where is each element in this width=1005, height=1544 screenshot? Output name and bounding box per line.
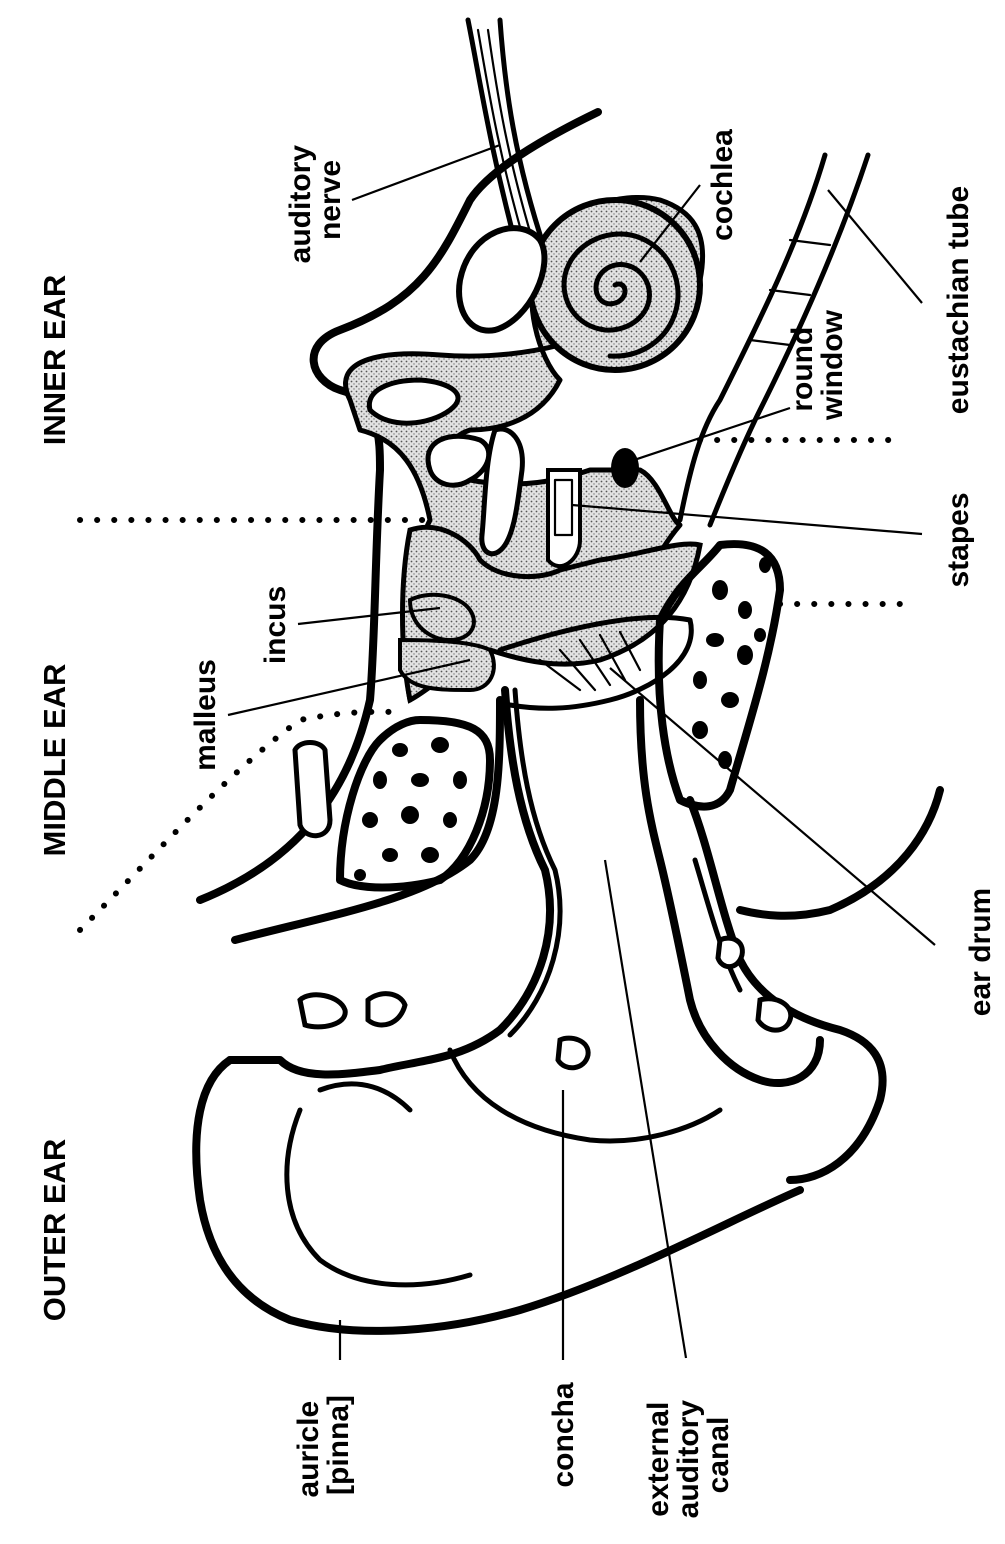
leader-ear-drum — [610, 668, 935, 945]
section-outer-ear: OUTER EAR — [37, 1139, 72, 1322]
label-stapes: stapes — [942, 492, 975, 587]
auditory-nerve — [468, 20, 545, 260]
label-incus: incus — [259, 586, 292, 664]
section-labels: INNER EAR MIDDLE EAR OUTER EAR — [37, 275, 72, 1322]
middle-outer-divider — [80, 712, 400, 930]
cochlea-spiral — [459, 200, 700, 370]
section-inner-ear: INNER EAR — [37, 275, 72, 446]
label-auditory-nerve: auditory nerve — [284, 137, 347, 264]
label-concha: concha — [547, 1382, 580, 1487]
label-auricle: auricle [pinna] — [292, 1392, 355, 1497]
label-ear-drum: ear drum — [964, 888, 997, 1016]
label-eustachian-tube: eustachian tube — [942, 186, 975, 414]
outer-ear-shape — [196, 690, 940, 1331]
label-external-auditory-canal: external auditory canal — [642, 1392, 735, 1519]
leader-eustachian — [828, 190, 922, 303]
label-round-window: round window — [786, 309, 849, 421]
label-cochlea: cochlea — [706, 129, 739, 241]
round-window-shape — [611, 448, 639, 488]
section-middle-ear: MIDDLE EAR — [37, 664, 72, 857]
label-malleus: malleus — [189, 659, 222, 771]
